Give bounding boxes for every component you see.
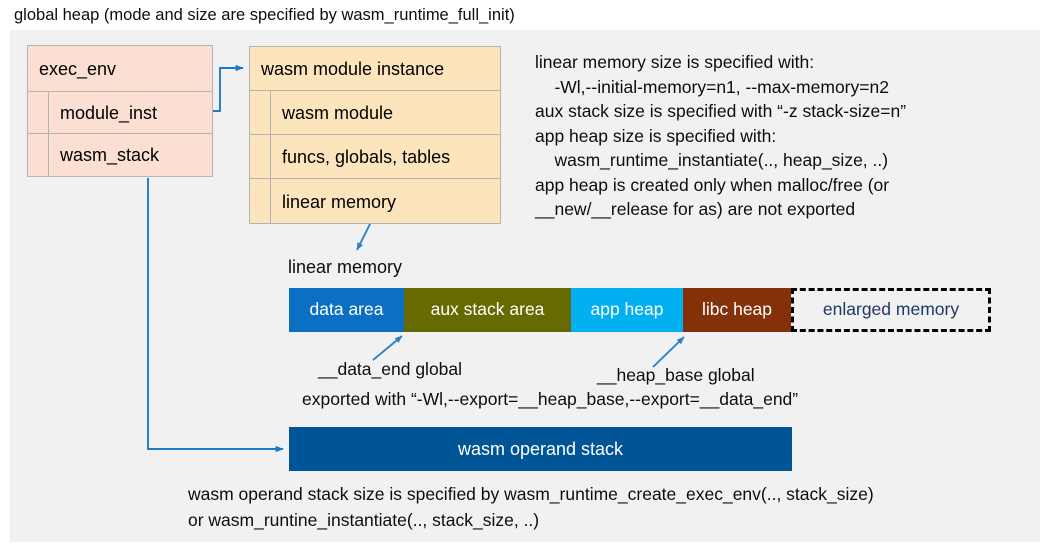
linear-memory-notes: linear memory size is specified with: -W…	[535, 52, 907, 219]
linear-memory-bar-label: linear memory	[288, 257, 403, 277]
wasm-operand-stack-label: wasm operand stack	[457, 439, 624, 459]
module-instance-field-linear-memory: linear memory	[250, 179, 500, 224]
memory-segment-data-area: data area	[289, 288, 404, 332]
operand-stack-notes: wasm operand stack size is specified by …	[188, 484, 874, 530]
module-instance-field-label: linear memory	[282, 191, 397, 212]
page-title: global heap (mode and size are specified…	[14, 6, 515, 24]
exec-env-field-wasm-stack: wasm_stack	[28, 134, 212, 176]
memory-segment-label: app heap	[590, 299, 664, 320]
module-instance-field-wasm-module: wasm module	[250, 91, 500, 135]
annotation-data-end: __data_end global	[318, 359, 463, 379]
memory-segment-label: libc heap	[701, 299, 773, 320]
memory-segment-aux-stack-area: aux stack area	[404, 288, 571, 332]
exec-env-box: exec_env module_inst wasm_stack	[27, 45, 213, 177]
module-instance-header-label: wasm module instance	[261, 58, 445, 79]
indent-spacer	[28, 134, 49, 176]
exec-env-header-row: exec_env	[28, 46, 212, 92]
memory-segment-label: aux stack area	[430, 299, 545, 320]
exec-env-field-label: wasm_stack	[60, 145, 160, 165]
linear-memory-bar: data area aux stack area app heap libc h…	[289, 288, 991, 332]
module-instance-field-label: funcs, globals, tables	[282, 146, 451, 167]
module-instance-field-funcs-globals-tables: funcs, globals, tables	[250, 135, 500, 179]
exec-env-field-label: module_inst	[60, 102, 158, 123]
indent-spacer	[250, 179, 271, 224]
exec-env-header-label: exec_env	[39, 58, 117, 79]
memory-segment-app-heap: app heap	[571, 288, 683, 332]
module-instance-header-row: wasm module instance	[250, 47, 500, 91]
indent-spacer	[250, 91, 271, 134]
wasm-operand-stack-bar: wasm operand stack	[289, 427, 792, 471]
memory-segment-libc-heap: libc heap	[683, 288, 791, 332]
exec-env-field-module-inst: module_inst	[28, 92, 212, 134]
annotation-exported-with: exported with “-Wl,--export=__heap_base,…	[302, 389, 799, 409]
memory-segment-enlarged-memory: enlarged memory	[791, 288, 991, 332]
memory-segment-label: enlarged memory	[822, 299, 960, 320]
wasm-module-instance-box: wasm module instance wasm module funcs, …	[249, 46, 501, 224]
indent-spacer	[28, 92, 49, 133]
annotation-heap-base: __heap_base global	[597, 365, 755, 385]
memory-segment-label: data area	[309, 299, 384, 320]
indent-spacer	[250, 135, 271, 178]
module-instance-field-label: wasm module	[282, 102, 394, 123]
